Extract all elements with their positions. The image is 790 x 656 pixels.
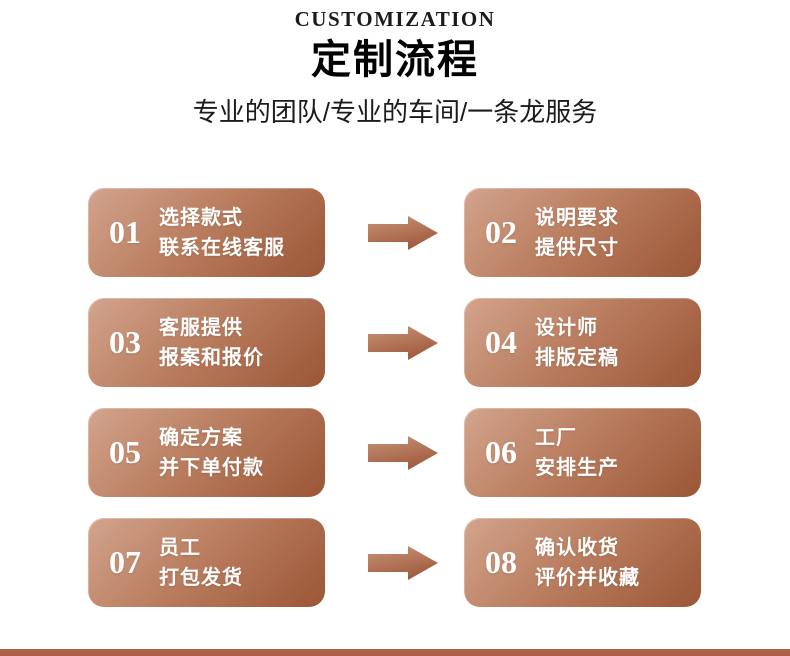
step-text: 客服提供 报案和报价 <box>159 313 264 373</box>
step-box-08: 08 确认收货 评价并收藏 <box>464 518 701 607</box>
right-arrow-icon <box>368 325 438 360</box>
step-box-07: 07 员工 打包发货 <box>88 518 325 607</box>
title-english: CUSTOMIZATION <box>294 7 496 31</box>
step-text: 设计师 排版定稿 <box>535 313 619 373</box>
step-text: 选择款式 联系在线客服 <box>159 203 285 263</box>
step-box-01: 01 选择款式 联系在线客服 <box>88 188 325 277</box>
step-text: 确定方案 并下单付款 <box>159 423 264 483</box>
step-line2: 评价并收藏 <box>535 566 640 589</box>
step-text: 确认收货 评价并收藏 <box>535 533 640 593</box>
step-number: 02 <box>485 214 517 250</box>
step-line2: 安排生产 <box>535 456 619 479</box>
step-line1: 说明要求 <box>535 206 619 229</box>
step-number: 06 <box>485 434 517 470</box>
step-line1: 选择款式 <box>159 206 243 229</box>
flow-diagram: 01 选择款式 联系在线客服 02 说明要求 提供尺寸 03 <box>0 188 790 607</box>
flow-row-4: 07 员工 打包发货 08 确认收货 评价并收藏 <box>88 518 790 607</box>
flow-row-2: 03 客服提供 报案和报价 04 设计师 排版定稿 <box>88 298 790 387</box>
page-subtitle: 专业的团队/专业的车间/一条龙服务 <box>192 97 598 127</box>
step-number: 07 <box>109 544 141 580</box>
page-title: 定制流程 <box>311 38 479 82</box>
step-number: 08 <box>485 544 517 580</box>
step-line2: 并下单付款 <box>159 456 264 479</box>
step-box-04: 04 设计师 排版定稿 <box>464 298 701 387</box>
bottom-accent-bar <box>0 649 790 656</box>
step-line1: 确认收货 <box>535 536 619 559</box>
step-line2: 报案和报价 <box>159 346 264 369</box>
step-line2: 提供尺寸 <box>535 236 619 259</box>
step-number: 05 <box>109 434 141 470</box>
page-header: CUSTOMIZATION 定制流程 专业的团队/专业的车间/一条龙服务 <box>0 0 790 128</box>
flow-row-1: 01 选择款式 联系在线客服 02 说明要求 提供尺寸 <box>88 188 790 277</box>
step-number: 04 <box>485 324 517 360</box>
right-arrow-icon <box>368 545 438 580</box>
right-arrow-icon <box>368 435 438 470</box>
step-line2: 联系在线客服 <box>159 236 285 259</box>
step-line1: 设计师 <box>535 316 598 339</box>
step-text: 工厂 安排生产 <box>535 423 619 483</box>
flow-row-3: 05 确定方案 并下单付款 06 工厂 安排生产 <box>88 408 790 497</box>
step-line1: 工厂 <box>535 426 577 449</box>
step-text: 员工 打包发货 <box>159 533 243 593</box>
step-box-06: 06 工厂 安排生产 <box>464 408 701 497</box>
step-line1: 客服提供 <box>159 316 243 339</box>
step-line2: 排版定稿 <box>535 346 619 369</box>
step-number: 01 <box>109 214 141 250</box>
step-line1: 确定方案 <box>159 426 243 449</box>
right-arrow-icon <box>368 215 438 250</box>
step-text: 说明要求 提供尺寸 <box>535 203 619 263</box>
step-number: 03 <box>109 324 141 360</box>
step-line1: 员工 <box>159 536 201 559</box>
step-box-03: 03 客服提供 报案和报价 <box>88 298 325 387</box>
step-line2: 打包发货 <box>159 566 243 589</box>
step-box-05: 05 确定方案 并下单付款 <box>88 408 325 497</box>
step-box-02: 02 说明要求 提供尺寸 <box>464 188 701 277</box>
